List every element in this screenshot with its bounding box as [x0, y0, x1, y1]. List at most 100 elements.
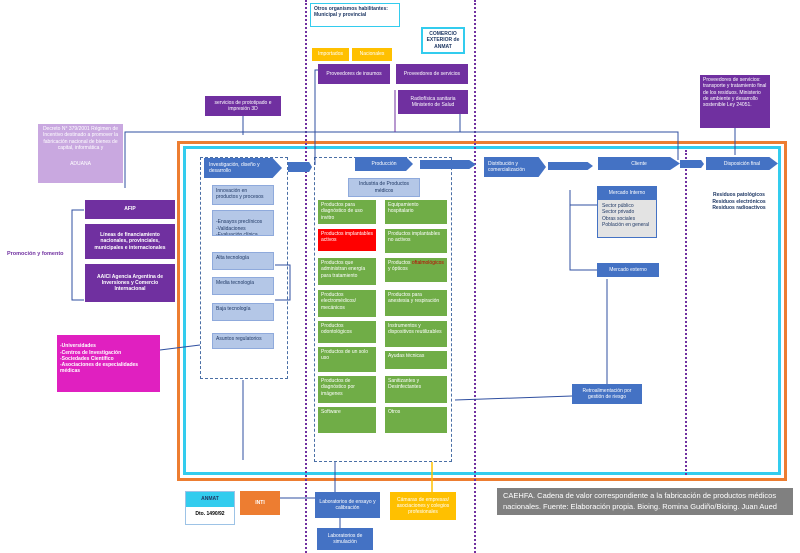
product-administran-energia-label: Productos que administran energía para t…	[321, 260, 366, 279]
product-anestesia: Productos para anestesia y respiración	[385, 290, 447, 316]
anmat-box: ANMAT Dto. 1490/92	[185, 491, 235, 525]
baja-tecnologia-box: Baja tecnología	[212, 303, 274, 321]
connector-arrow-4	[680, 160, 704, 168]
product-sanitizantes-label: Sanitizantes y Desinfectantes	[388, 378, 422, 391]
proveedores-servicios-label: Proveedores de servicios	[403, 70, 461, 77]
media-tecnologia-box: Media tecnología	[212, 277, 274, 295]
afip-box: AFIP	[85, 200, 175, 219]
disposicion-arrow: Disposición final	[706, 157, 778, 170]
product-ayudas-tecnicas-label: Ayudas técnicas	[388, 353, 425, 359]
distribucion-label: Distribución y comercialización	[488, 161, 525, 173]
importados-label: Importados	[317, 51, 343, 58]
afip-label: AFIP	[124, 206, 136, 213]
product-oftalmologicos-label-b: oftalmológicos	[411, 260, 444, 266]
investigacion-section	[200, 157, 288, 379]
ensayos-box: -Ensayos preclínicos -Validaciones -Eval…	[212, 210, 274, 236]
connector-arrow-1	[288, 162, 312, 172]
product-un-solo-uso-label: Productos de un solo uso	[321, 349, 368, 362]
produccion-label: Producción	[371, 161, 397, 167]
inner-cyan-frame	[183, 146, 781, 475]
caption-box: CAEHFA. Cadena de valor correspondiente …	[497, 488, 793, 515]
industria-label: Industria de Productos médicos	[358, 181, 410, 194]
product-equipamiento-hospitalario: Equipamiento hospitalario	[385, 200, 447, 224]
product-instrumentos: Instrumentos y dispositivos reutilizable…	[385, 321, 447, 347]
financiamiento-box: Líneas de financiamiento nacionales, pro…	[85, 224, 175, 259]
product-diagnostico-invitro-label: Productos para diagnóstico de uso invitr…	[321, 202, 363, 221]
product-odontologicos-label: Productos odontológicos	[321, 323, 352, 336]
proveedores-insumos-label: Proveedores de insumos	[326, 70, 382, 77]
laboratorios-ensayo-label: Laboratorios de ensayo y calibración	[319, 498, 376, 511]
distribucion-arrow: Distribución y comercialización	[484, 157, 546, 177]
inti-label: INTI	[255, 499, 265, 506]
comercio-exterior-label: COMERCIO EXTERIOR de ANMAT	[426, 31, 460, 50]
ensayos-label: -Ensayos preclínicos -Validaciones -Eval…	[216, 219, 263, 236]
comercio-exterior-box: COMERCIO EXTERIOR de ANMAT	[421, 27, 465, 54]
decreto-box: Decreto N° 379/2001 Régimen de Incentivo…	[38, 124, 123, 183]
universidades-label: -Universidades -Centros de Investigación…	[60, 343, 139, 375]
asuntos-regulatorios-box: Asuntos regulatorios	[212, 333, 274, 349]
baja-tecnologia-label: Baja tecnología	[216, 306, 251, 312]
laboratorios-simulacion-label: Laboratorios de simulación	[327, 532, 363, 545]
residuos-box: Residuos patológicos Residuos electrónic…	[706, 184, 772, 210]
investigacion-arrow: Investigación, diseño y desarrollo	[204, 158, 282, 178]
camaras-box: Cámaras de empresas/ asociaciones y cole…	[390, 492, 456, 520]
top-header-text: Otros organismos habilitantes: Municipal…	[314, 6, 388, 19]
decreto-text: Decreto N° 379/2001 Régimen de Incentivo…	[42, 126, 119, 151]
alta-tecnologia-label: Alta tecnología	[216, 255, 250, 261]
radiofisica-label: Radiofísica sanitaria Ministerio de Salu…	[410, 95, 456, 108]
mercado-externo-box: Mercado externo	[597, 263, 659, 277]
aaici-box: AAICI Agencia Argentina de Inversiones y…	[85, 264, 175, 302]
universidades-box: -Universidades -Centros de Investigación…	[57, 335, 160, 392]
proveedores-insumos-box: Proveedores de insumos	[318, 64, 390, 84]
product-implantables-no-activos: Productos implantables no activos	[385, 229, 447, 253]
product-diagnostico-imagenes-label: Productos de diagnóstico por imágenes	[321, 378, 355, 397]
cliente-label: Cliente	[631, 160, 647, 167]
product-electromedicos: Productos electromédicos/ mecánicos	[318, 290, 376, 317]
industria-box: Industria de Productos médicos	[348, 178, 420, 197]
product-administran-energia: Productos que administran energía para t…	[318, 258, 376, 285]
anmat-title: ANMAT	[186, 492, 234, 507]
product-diagnostico-imagenes: Productos de diagnóstico por imágenes	[318, 376, 376, 403]
product-sanitizantes: Sanitizantes y Desinfectantes	[385, 376, 447, 403]
product-otros: Otros	[385, 407, 447, 433]
retroalimentacion-box: Retroalimentación por gestión de riesgo	[572, 384, 642, 404]
top-header: Otros organismos habilitantes: Municipal…	[310, 3, 400, 27]
disposicion-label: Disposición final	[723, 160, 761, 167]
cliente-arrow: Cliente	[598, 157, 680, 170]
mercado-externo-label: Mercado externo	[609, 266, 647, 273]
outer-orange-frame	[177, 141, 787, 481]
mercado-interno-box: Mercado Interno Sector público Sector pr…	[597, 186, 657, 238]
residuos-label: Residuos patológicos Residuos electrónic…	[712, 192, 766, 210]
produccion-arrow: Producción	[355, 157, 413, 171]
innovacion-label: Innovación en productos y procesos	[216, 188, 264, 201]
prototipado-label: servicios de prototipado e impresión 3D	[214, 99, 272, 112]
product-un-solo-uso: Productos de un solo uso	[318, 347, 376, 372]
divider-left	[305, 0, 307, 553]
product-software-label: Software	[321, 409, 341, 415]
product-oftalmologicos: Productos oftalmológicos y ópticos	[385, 258, 447, 282]
mercado-interno-items: Sector público Sector privado Obras soci…	[602, 203, 649, 228]
proveedores-transporte-box: Proveedores de servicios: transporte y t…	[700, 75, 770, 128]
connector-arrow-3	[548, 162, 593, 170]
laboratorios-simulacion-box: Laboratorios de simulación	[317, 528, 373, 550]
proveedores-servicios-box: Proveedores de servicios	[396, 64, 468, 84]
connector-arrow-2	[420, 160, 476, 169]
product-electromedicos-label: Productos electromédicos/ mecánicos	[321, 292, 357, 311]
product-ayudas-tecnicas: Ayudas técnicas	[385, 351, 447, 369]
product-software: Software	[318, 407, 376, 433]
retroalimentacion-label: Retroalimentación por gestión de riesgo	[582, 387, 632, 400]
anmat-dto: Dto. 1490/92	[195, 511, 225, 518]
product-anestesia-label: Productos para anestesia y respiración	[388, 292, 440, 305]
innovacion-box: Innovación en productos y procesos	[212, 185, 274, 205]
product-diagnostico-invitro: Productos para diagnóstico de uso invitr…	[318, 200, 376, 224]
importados-box: Importados	[312, 48, 349, 61]
aaici-label: AAICI Agencia Argentina de Inversiones y…	[96, 273, 164, 293]
caption-text: CAEHFA. Cadena de valor correspondiente …	[503, 491, 777, 511]
product-instrumentos-label: Instrumentos y dispositivos reutilizable…	[388, 323, 442, 336]
camaras-label: Cámaras de empresas/ asociaciones y cole…	[396, 496, 450, 516]
nacionales-label: Nacionales	[359, 51, 385, 58]
alta-tecnologia-box: Alta tecnología	[212, 252, 274, 270]
proveedores-transporte-label: Proveedores de servicios: transporte y t…	[703, 77, 767, 108]
product-implantables-activos: Productos implantables activos	[318, 229, 376, 251]
